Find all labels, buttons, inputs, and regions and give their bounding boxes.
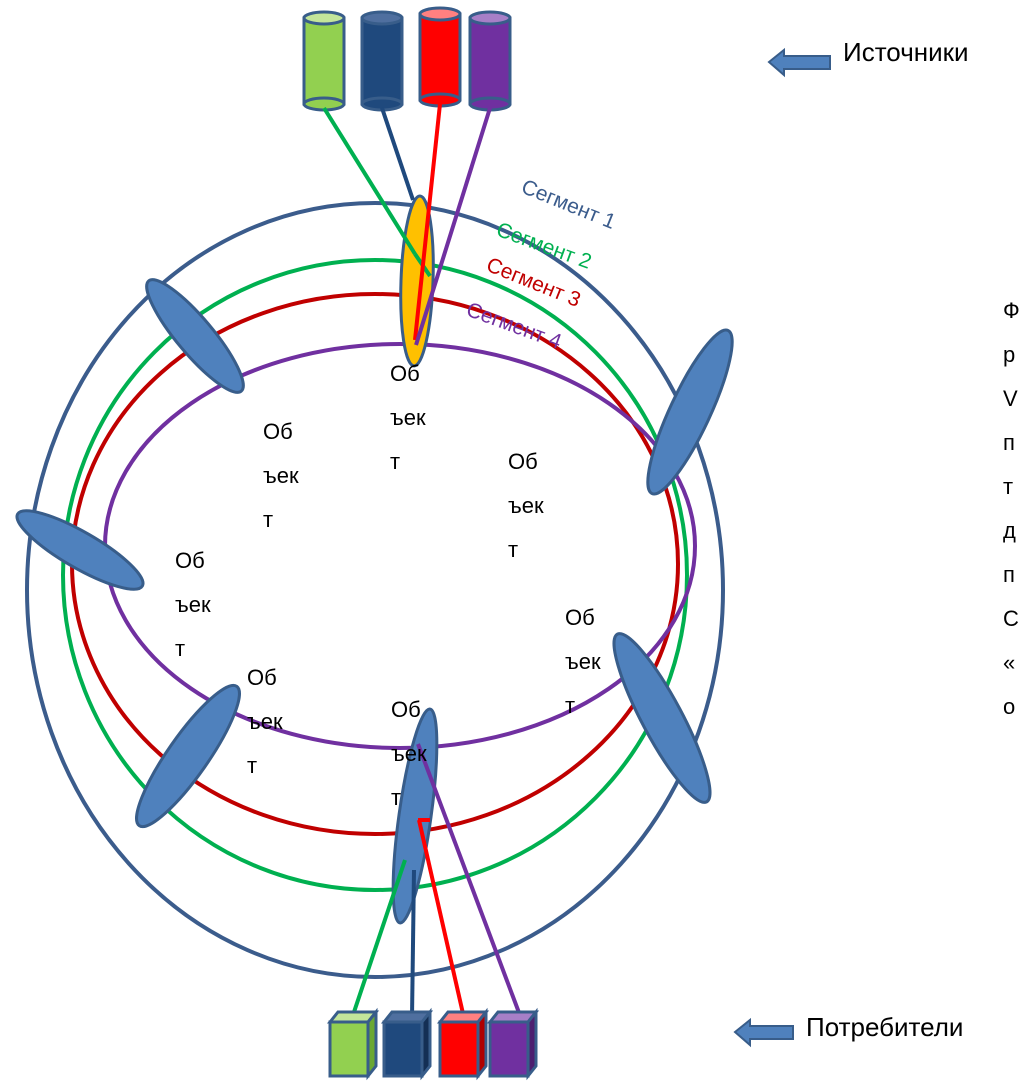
consumers-label: Потребители xyxy=(806,1012,963,1042)
svg-text:Об: Об xyxy=(508,449,538,474)
svg-text:Об: Об xyxy=(247,665,277,690)
ring-segment-3 xyxy=(70,292,680,836)
segment-1-label: Сегмент 1 xyxy=(518,175,619,234)
ring-segment-2 xyxy=(61,258,689,892)
svg-text:п: п xyxy=(1003,562,1015,587)
node-ellipse-left xyxy=(15,509,145,591)
node-ellipse-upper-left xyxy=(145,278,245,394)
svg-text:ъек: ъек xyxy=(508,493,544,518)
consumer-purple xyxy=(486,1007,540,1081)
svg-text:Об: Об xyxy=(263,419,293,444)
source-red xyxy=(418,6,462,108)
sources-label: Источники xyxy=(843,37,969,67)
ring-segment-1 xyxy=(25,201,725,979)
svg-text:С: С xyxy=(1003,606,1019,631)
source-purple xyxy=(468,10,512,112)
consumers-arrow-icon xyxy=(733,1017,794,1048)
svg-text:т: т xyxy=(175,636,185,661)
svg-text:Об: Об xyxy=(390,361,420,386)
svg-text:Об: Об xyxy=(175,548,205,573)
svg-text:ъек: ъек xyxy=(391,741,427,766)
source-green xyxy=(302,10,346,112)
object-label: Об ъек т xyxy=(390,361,426,474)
node-ellipse-right-upper xyxy=(646,328,734,496)
svg-text:д: д xyxy=(1003,518,1016,543)
svg-text:Об: Об xyxy=(565,605,595,630)
svg-text:ъек: ъек xyxy=(263,463,299,488)
consumer-blue xyxy=(380,1007,434,1081)
object-label: Об ъек т xyxy=(565,605,601,718)
node-ellipse-right-lower xyxy=(612,632,712,804)
svg-text:т: т xyxy=(263,507,273,532)
source-blue xyxy=(360,10,404,112)
segment-4-label: Сегмент 4 xyxy=(463,298,565,354)
svg-text:«: « xyxy=(1003,650,1015,675)
svg-text:ъек: ъек xyxy=(175,592,211,617)
svg-text:Об: Об xyxy=(391,697,421,722)
node-ellipse-lower-left xyxy=(135,683,241,829)
object-label: Об ъек т xyxy=(263,419,299,532)
svg-text:т: т xyxy=(391,785,401,810)
sources-arrow-icon xyxy=(767,47,831,78)
consumer-green xyxy=(326,1007,380,1081)
svg-text:п: п xyxy=(1003,430,1015,455)
svg-text:р: р xyxy=(1003,342,1015,367)
svg-text:т: т xyxy=(508,537,518,562)
side-text-column: Ф р V п т д п С « о xyxy=(1003,298,1020,719)
svg-text:Ф: Ф xyxy=(1003,298,1020,323)
consumer-red xyxy=(436,1007,490,1081)
svg-text:т: т xyxy=(565,693,575,718)
svg-text:о: о xyxy=(1003,694,1015,719)
svg-text:т: т xyxy=(390,449,400,474)
object-label: Об ъек т xyxy=(247,665,283,778)
svg-text:ъек: ъек xyxy=(247,709,283,734)
svg-text:ъек: ъек xyxy=(565,649,601,674)
object-label: Об ъек т xyxy=(391,697,427,810)
object-label: Об ъек т xyxy=(508,449,544,562)
svg-text:ъек: ъек xyxy=(390,405,426,430)
svg-text:т: т xyxy=(247,753,257,778)
svg-text:т: т xyxy=(1003,474,1013,499)
object-label: Об ъек т xyxy=(175,548,211,661)
svg-text:V: V xyxy=(1003,386,1018,411)
